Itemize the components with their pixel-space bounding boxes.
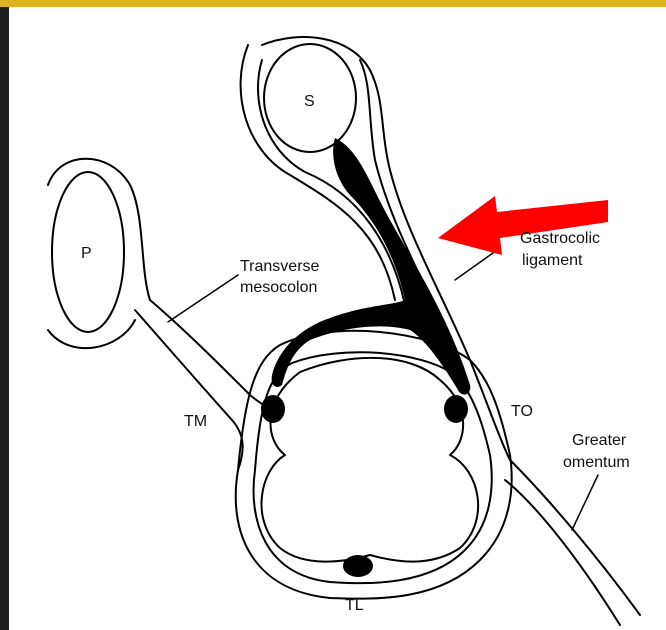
label-p: P [81,245,92,262]
leader-mesocolon [168,275,238,322]
pancreas-fold-upper [48,159,150,300]
leader-gastrocolic [455,248,500,280]
label-tl: TL [345,597,364,614]
colon-middle-wall [254,352,492,583]
label-tm: TM [184,413,207,430]
label-greater: Greater [572,432,627,449]
mesocolon-fold-upper [150,300,280,407]
label-ligament: ligament [522,252,583,269]
taenia-tl [343,555,373,577]
pancreas-fold-lower [48,320,135,348]
label-to: TO [511,403,533,420]
label-gastrocolic: Gastrocolic [520,230,600,247]
label-transverse: Transverse [240,258,320,275]
taenia-tm [261,395,285,423]
label-s: S [304,93,315,110]
leader-omentum [572,475,598,530]
label-omentum: omentum [563,454,630,471]
omentum-line-outer [510,460,640,615]
taenia-to [444,395,468,423]
label-mesocolon: mesocolon [240,279,317,296]
omentum-line-inner [505,480,620,625]
colon-lumen [261,358,478,562]
